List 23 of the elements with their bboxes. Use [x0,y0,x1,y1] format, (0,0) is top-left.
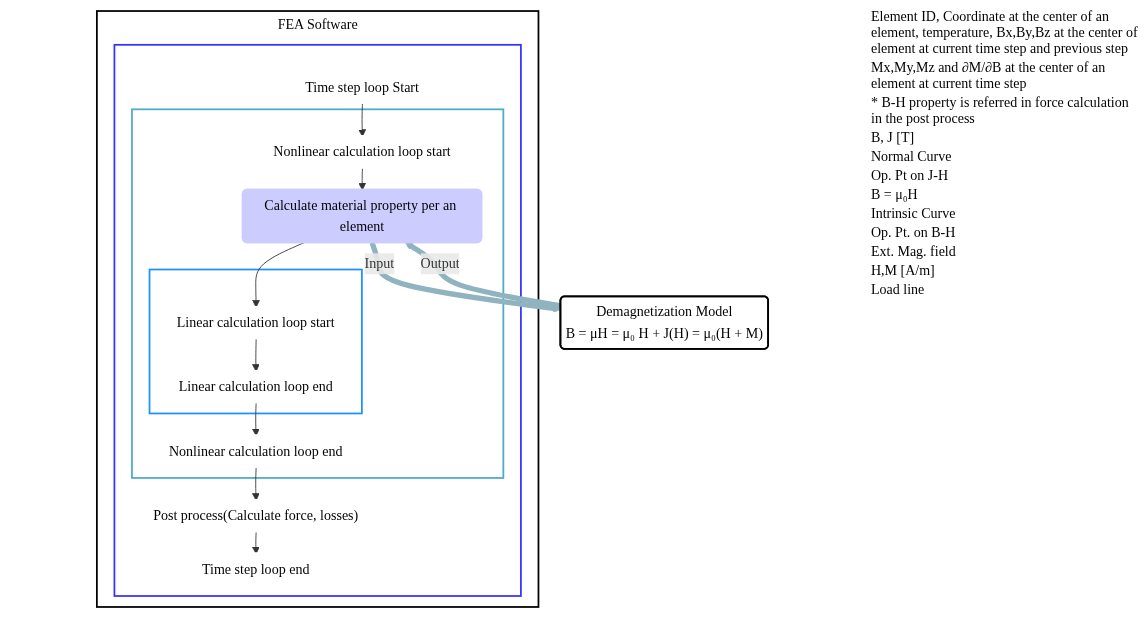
note-text: Load line [871,282,926,298]
note-text: Ext. Mag. field [871,244,957,260]
note-text: Normal Curve [871,149,953,165]
node-text: Linear calculation loop end [178,378,333,394]
node-text: Time step loop Start [305,79,419,95]
note-text: * B-H property is referred in force calculation in the post process [871,95,1130,127]
node-text: Time step loop end [201,561,310,577]
note-text: Element ID, Coordinate at the center of an element, temperature, Bx,By,Bz at the center of element at current time step and previous step [871,9,1139,57]
cluster [148,268,363,415]
edge-label: Input [364,255,395,271]
cluster [131,108,505,479]
note-text: Intrinsic Curve [871,206,957,222]
note-text: Mx,My,Mz and ∂M/∂B at the center of an element at current time step [871,60,1107,92]
note-text: B, J [T] [871,130,916,146]
node-text: Linear calculation loop start [176,314,335,330]
note-text: B = μ₀H [871,187,919,203]
node-text: Nonlinear calculation loop start [273,143,451,159]
note-text: Op. Pt. on B-H [871,225,957,241]
note-text: Op. Pt on J-H [871,168,949,184]
node-text: Post process(Calculate force, losses) [153,507,359,523]
node-text: Nonlinear calculation loop end [168,443,343,459]
note-text: H,M [A/m] [871,263,936,279]
edge-label: Output [420,255,460,271]
